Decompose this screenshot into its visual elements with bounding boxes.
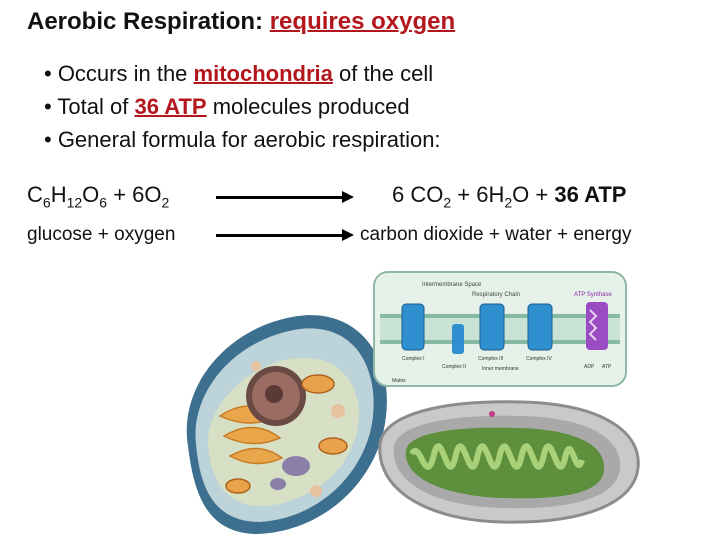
- eq-part: 6 CO: [392, 182, 444, 207]
- equation-reactants: C6H12O6 + 6O2: [27, 182, 169, 210]
- eq-sub: 2: [443, 194, 452, 211]
- eq-sub: 6: [42, 194, 51, 211]
- complex-1-label: Complex I: [402, 356, 425, 362]
- eq-sub: 2: [504, 194, 513, 211]
- bullet-text: of the cell: [332, 61, 434, 86]
- inner-membrane-label: Inner membrane: [482, 366, 519, 372]
- complex-4-label: Complex IV: [526, 356, 553, 362]
- atp-label: ATP: [602, 364, 612, 370]
- complex-2-label: Complex II: [442, 364, 466, 370]
- eq-part: O: [82, 182, 100, 207]
- bullet-atp: • Total of 36 ATP molecules produced: [44, 90, 441, 123]
- word-arrow: [216, 229, 354, 241]
- eq-part: C: [27, 182, 43, 207]
- matrix-label: Matrix: [392, 378, 406, 384]
- title-highlight: requires oxygen: [269, 8, 456, 35]
- bullet-text: • General formula for aerobic respiratio…: [44, 127, 441, 152]
- bullet-list: • Occurs in the mitochondria of the cell…: [44, 57, 441, 156]
- eq-part: H: [50, 182, 67, 207]
- bullet-formula: • General formula for aerobic respiratio…: [44, 123, 441, 156]
- eq-sub: 2: [161, 194, 170, 211]
- eq-atp: 36 ATP: [554, 182, 627, 207]
- eq-part: + 6O: [107, 182, 162, 207]
- intermembrane-label: Intermembrane Space: [422, 282, 482, 288]
- equation-arrow: [216, 191, 354, 203]
- bullet-highlight: mitochondria: [193, 61, 333, 86]
- word-products: carbon dioxide + water + energy: [360, 224, 632, 245]
- equation-products: 6 CO2 + 6H2O + 36 ATP: [392, 182, 626, 210]
- chain-label: Respiratory Chain: [472, 292, 520, 298]
- mitochondrion-illustration: [378, 400, 640, 524]
- adp-label: ADP: [584, 364, 595, 370]
- eq-sub: 6: [99, 194, 108, 211]
- title-prefix: Aerobic Respiration:: [27, 8, 270, 35]
- bullet-text: molecules produced: [206, 94, 410, 119]
- eq-part: O +: [512, 182, 555, 207]
- synthase-label: ATP Synthase: [574, 292, 612, 298]
- slide-title: Aerobic Respiration: requires oxygen: [27, 8, 455, 36]
- electron-transport-diagram: Intermembrane Space Respiratory Chain AT…: [373, 271, 627, 387]
- bullet-text: • Occurs in the: [44, 61, 194, 86]
- word-reactants: glucose + oxygen: [27, 224, 176, 245]
- eq-part: + 6H: [451, 182, 505, 207]
- eq-sub: 12: [66, 194, 83, 211]
- bullet-mitochondria: • Occurs in the mitochondria of the cell: [44, 57, 441, 90]
- bullet-text: • Total of: [44, 94, 135, 119]
- bullet-highlight: 36 ATP: [134, 94, 207, 119]
- complex-3-label: Complex III: [478, 356, 503, 362]
- animal-cell-illustration: [186, 315, 387, 534]
